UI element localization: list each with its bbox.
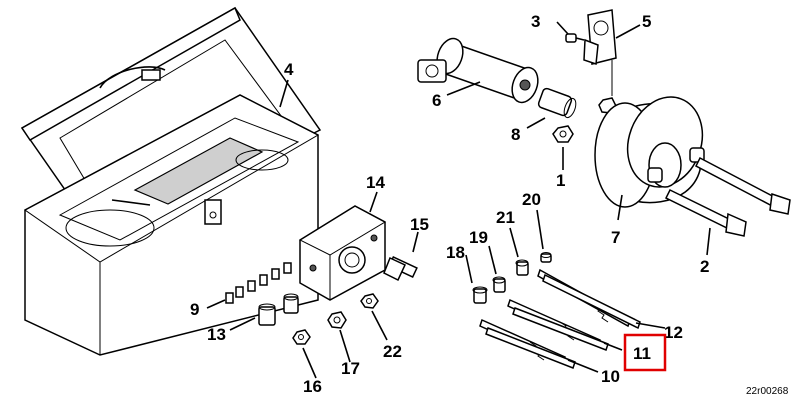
callout-9: 9 [190, 300, 199, 319]
puller-ring [594, 96, 705, 208]
callout-1: 1 [556, 171, 565, 190]
callout-21: 21 [496, 208, 515, 227]
plug [515, 259, 529, 276]
long-bolt [664, 188, 747, 237]
plug [472, 286, 488, 304]
tool-box [20, 6, 322, 356]
pin [383, 255, 418, 282]
nut [360, 293, 379, 309]
sleeve [258, 293, 299, 326]
plug [492, 276, 506, 293]
drill-bit [512, 307, 609, 351]
washer [327, 311, 347, 329]
long-bolt [695, 156, 791, 215]
bracket [583, 9, 617, 66]
callout-10: 10 [601, 367, 620, 386]
callout-11: 11 [633, 344, 651, 363]
callout-4: 4 [284, 60, 294, 79]
adapter [537, 87, 577, 119]
callout-5: 5 [642, 12, 651, 31]
callout-6: 6 [432, 91, 441, 110]
figure-code: 22r00268 [746, 386, 789, 397]
plug [540, 252, 552, 263]
callout-15: 15 [410, 215, 429, 234]
callout-3: 3 [531, 12, 540, 31]
callout-20: 20 [522, 190, 541, 209]
callout-12: 12 [664, 323, 683, 342]
callout-7: 7 [611, 228, 620, 247]
leader-lines [206, 21, 711, 379]
nut [552, 125, 574, 143]
split-block [298, 205, 387, 301]
callout-2: 2 [700, 257, 709, 276]
callout-8: 8 [511, 125, 520, 144]
cap-screw [565, 33, 585, 43]
callout-18: 18 [446, 243, 465, 262]
callout-17: 17 [341, 359, 360, 378]
hydraulic-cylinder [417, 37, 539, 104]
small-pins [225, 262, 292, 304]
callout-22: 22 [383, 342, 402, 361]
callout-16: 16 [303, 377, 322, 396]
callout-14: 14 [366, 173, 385, 192]
drill-bit [485, 327, 576, 369]
drill-bit [542, 273, 641, 330]
callout-13: 13 [207, 325, 226, 344]
callout-19: 19 [469, 228, 488, 247]
highlight-box [623, 333, 667, 372]
nut [292, 329, 311, 345]
